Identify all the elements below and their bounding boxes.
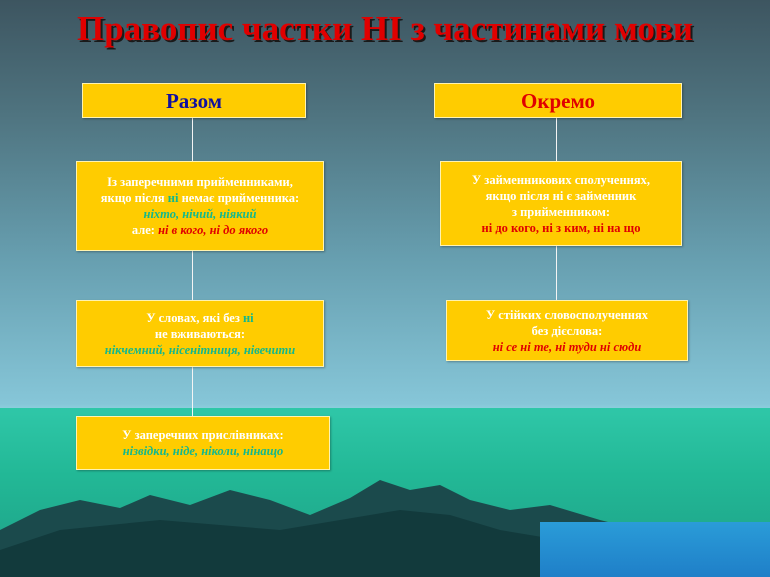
rule-text: У словах, які без [146, 310, 243, 325]
highlighted-text: ніхто, нічий, ніякий [143, 207, 257, 221]
rule-box-prepositions: Із заперечними прийменниками,якщо після … [76, 161, 324, 251]
header-together: Разом [82, 83, 306, 118]
rule-line: якщо після ні є займенник [486, 188, 637, 204]
rule-line: нізвідки, ніде, ніколи, нінащо [123, 443, 284, 459]
rule-line: нікчемний, нісенітниця, нівечити [105, 342, 295, 358]
highlighted-text: ні в кого, ні до якого [158, 223, 269, 237]
rule-line: ніхто, нічий, ніякий [144, 206, 257, 222]
rule-box-pronoun-phrases: У займенникових сполученнях,якщо після н… [440, 161, 682, 246]
rule-line: У заперечних прислівниках: [122, 427, 283, 443]
highlighted-text: ні [167, 191, 179, 205]
rule-line: У займенникових сполученнях, [472, 172, 650, 188]
highlighted-text: ні се ні те, ні туди ні сюди [492, 339, 642, 354]
rule-text: Із заперечними прийменниками, [107, 175, 293, 189]
rule-line: ні до кого, ні з ким, ні на що [482, 220, 641, 236]
rule-text: У займенникових сполученнях, [472, 172, 650, 187]
rule-text: У стійких словосполученнях [486, 307, 648, 322]
water-background [540, 522, 770, 577]
rule-text: з прийменником: [511, 204, 611, 219]
rule-line: ні се ні те, ні туди ні сюди [493, 339, 642, 355]
rule-line: з прийменником: [512, 204, 610, 220]
rule-text: немає прийменника: [178, 191, 300, 205]
rule-line: У словах, які без ні [146, 310, 253, 326]
rule-text: У заперечних прислівниках: [122, 428, 284, 442]
rule-line: без дієслова: [532, 323, 603, 339]
rule-text: якщо після ні є займенник [485, 188, 637, 203]
connector-left [192, 118, 193, 416]
rule-text: без дієслова: [531, 323, 603, 338]
highlighted-text: нізвідки, ніде, ніколи, нінащо [122, 444, 284, 458]
rule-line: але: ні в кого, ні до якого [132, 222, 268, 238]
rule-line: не вживаються: [155, 326, 245, 342]
header-separate: Окремо [434, 83, 682, 118]
rule-text: якщо після [100, 191, 168, 205]
highlighted-text: нікчемний, нісенітниця, нівечити [104, 342, 296, 357]
rule-text: не вживаються: [154, 326, 246, 341]
rule-line: У стійких словосполученнях [486, 307, 648, 323]
rule-text: але: [131, 223, 159, 237]
highlighted-text: ні до кого, ні з ким, ні на що [481, 220, 641, 235]
slide-title: Правопис частки НІ з частинами мови [76, 9, 694, 48]
rule-box-adverbs: У заперечних прислівниках: нізвідки, ніде… [76, 416, 330, 470]
highlighted-text: ні [242, 310, 254, 325]
rule-line: Із заперечними прийменниками, [107, 174, 293, 190]
rule-line: якщо після ні немає прийменника: [101, 190, 299, 206]
